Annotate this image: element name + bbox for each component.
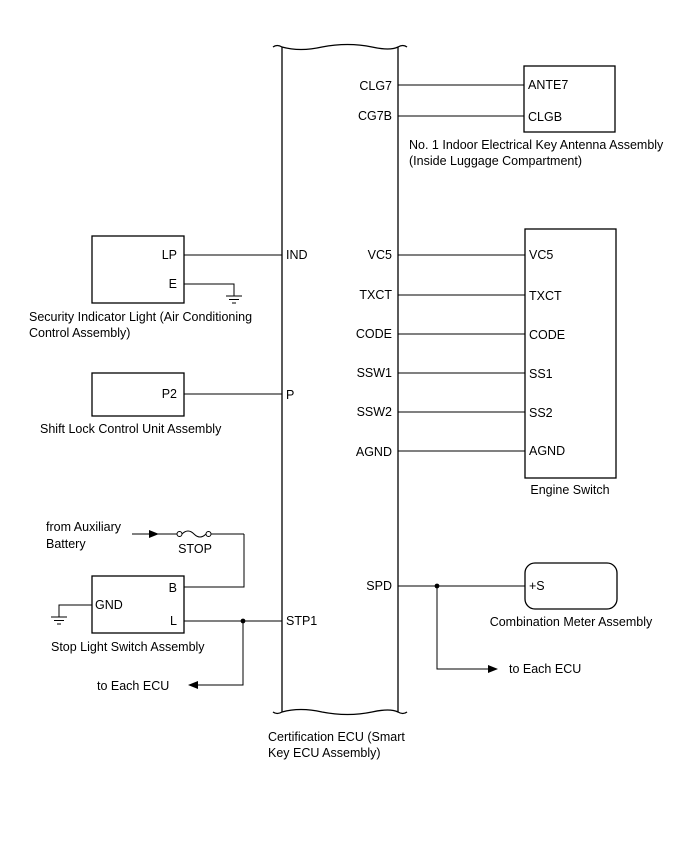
security-light-pin-e: E [169,277,177,291]
meter-to-ecu: to Each ECU [509,662,581,676]
ecu-pin-txct: TXCT [359,288,392,302]
wire-spd-to-ecu [436,586,498,673]
stop-switch-pin-b: B [169,581,177,595]
stop-from-line2: Battery [46,537,86,551]
security-light-label-line2: Control Assembly) [29,326,130,340]
engine-switch-pin-ss1: SS1 [529,367,553,381]
ecu-pin-code: CODE [356,327,392,341]
ecu-pin-stp1: STP1 [286,614,317,628]
ecu-pin-p: P [286,388,294,402]
antenna-box [523,65,616,133]
wire-fuse-b [184,534,245,588]
ground-icon [51,616,67,625]
ecu-pin-cg7b: CG7B [358,109,392,123]
ecu-pin-vc5: VC5 [368,248,392,262]
ecu-pin-ind: IND [286,248,308,262]
antenna-label-line2: (Inside Luggage Compartment) [409,154,582,168]
fuse-label: STOP [178,542,212,556]
ground-icon [226,295,242,304]
certification-ecu [272,43,408,716]
security-light-label-line1: Security Indicator Light (Air Conditioni… [29,310,252,324]
ecu-pin-clg7: CLG7 [359,79,392,93]
engine-switch-pin-vc5: VC5 [529,248,553,262]
engine-switch-box [524,228,617,479]
antenna-label-line1: No. 1 Indoor Electrical Key Antenna Asse… [409,138,664,152]
engine-switch-pin-agnd: AGND [529,444,565,458]
ecu-pin-ssw1: SSW1 [357,366,392,380]
wire-e-ground [184,283,235,296]
ecu-top-break [272,43,408,51]
shift-lock-label: Shift Lock Control Unit Assembly [40,422,222,436]
stop-from-line1: from Auxiliary [46,520,122,534]
ecu-pin-agnd: AGND [356,445,392,459]
stop-switch-label: Stop Light Switch Assembly [51,640,205,654]
engine-switch-label: Engine Switch [530,483,609,497]
ecu-pin-ssw2: SSW2 [357,405,392,419]
ecu-bottom-break [272,708,408,716]
meter-label: Combination Meter Assembly [490,615,653,629]
stop-to-ecu: to Each ECU [97,679,169,693]
ecu-label-line2: Key ECU Assembly) [268,746,381,760]
engine-switch-pin-txct: TXCT [529,289,562,303]
ecu-pin-spd: SPD [366,579,392,593]
meter-pin-s: +S [529,579,545,593]
wire-stp1-to-ecu [188,621,244,689]
stop-switch-pin-gnd: GND [95,598,123,612]
engine-switch-pin-ss2: SS2 [529,406,553,420]
security-light-box [91,235,185,304]
engine-switch-pin-code: CODE [529,328,565,342]
security-light-pin-lp: LP [162,248,177,262]
fuse-icon [158,530,244,538]
wire-gnd-ground [58,604,92,617]
antenna-pin-clgb: CLGB [528,110,562,124]
antenna-pin-ante7: ANTE7 [528,78,568,92]
ecu-label-line1: Certification ECU (Smart [268,730,405,744]
stop-switch-pin-l: L [170,614,177,628]
shift-lock-pin-p2: P2 [162,387,177,401]
